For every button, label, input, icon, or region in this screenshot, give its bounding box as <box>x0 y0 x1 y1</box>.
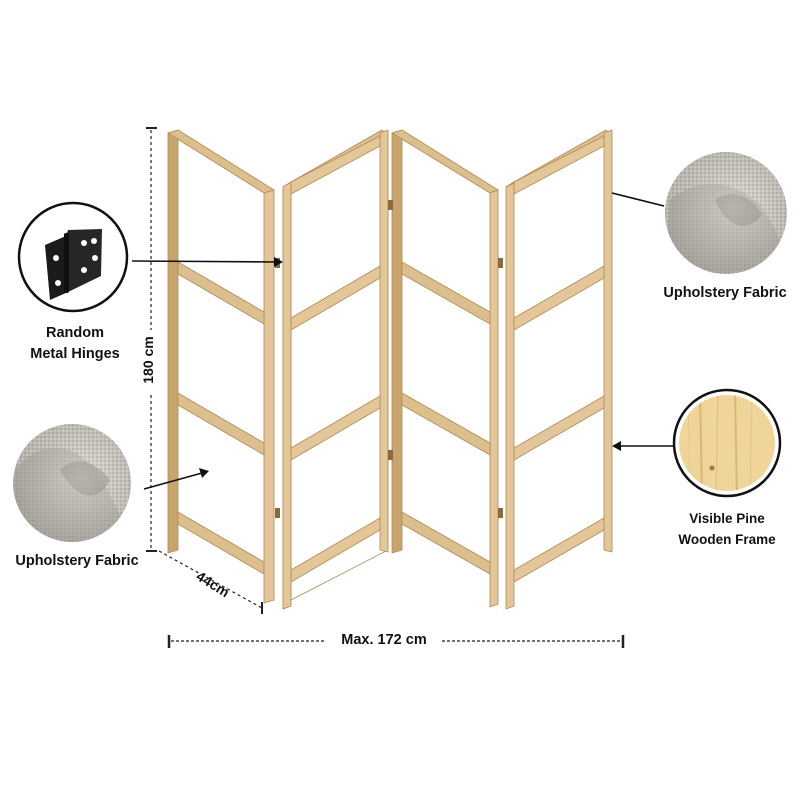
panel-4 <box>505 129 613 610</box>
width-dimension-label: Max. 172 cm <box>341 632 427 648</box>
fabric-label-left: Upholstery Fabric <box>15 553 139 569</box>
panel-3 <box>391 129 499 608</box>
pine-wood-detail <box>672 388 782 498</box>
hinges-label-line1: Random <box>46 325 104 341</box>
fabric-swatch-right <box>665 152 787 274</box>
pine-label-line1: Visible Pine <box>689 511 765 526</box>
depth-dimension-line <box>158 550 263 614</box>
hinges-label-line2: Metal Hinges <box>30 346 120 362</box>
hinge-detail <box>17 201 129 313</box>
height-dimension-line <box>146 127 157 552</box>
hinge-icon <box>45 229 102 300</box>
callout-arrows <box>131 192 679 490</box>
fabric-label-right: Upholstery Fabric <box>663 285 787 301</box>
folding-screen <box>167 129 613 610</box>
fabric-swatch-left <box>13 424 131 542</box>
panel-2 <box>282 129 389 610</box>
width-dimension-line <box>167 635 625 648</box>
pine-label-line2: Wooden Frame <box>678 532 776 547</box>
panel-1 <box>167 129 275 604</box>
height-dimension-label: 180 cm <box>140 336 156 384</box>
